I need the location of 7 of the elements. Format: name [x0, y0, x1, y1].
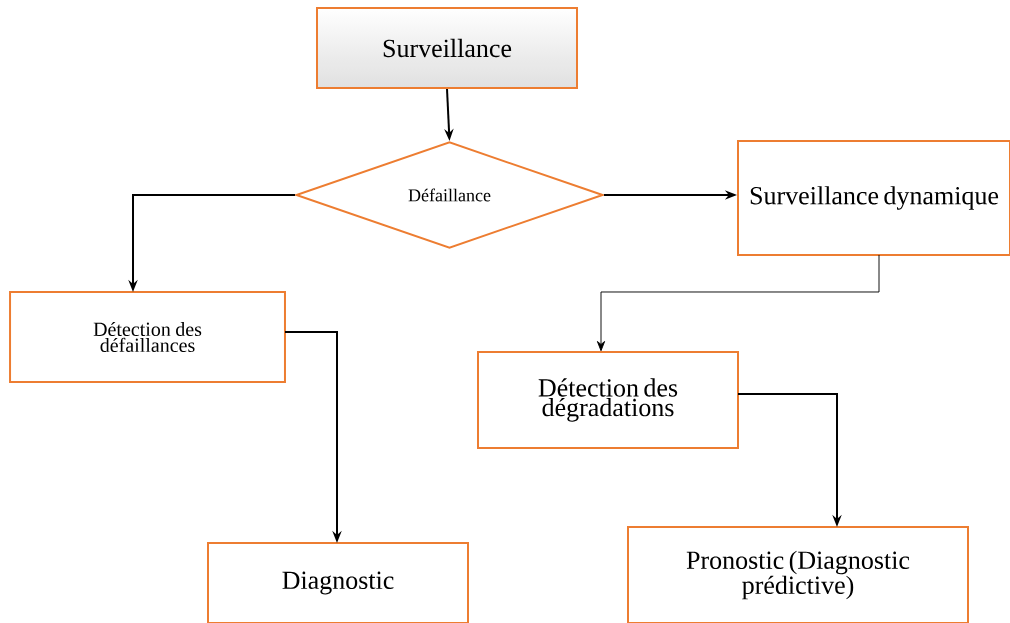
arrow: [596, 254, 880, 352]
process-box: Détection des dégradations: [477, 351, 739, 449]
process-box: Pronostic (Diagnostic prédictive): [627, 526, 969, 623]
process-box: Diagnostic: [207, 542, 469, 623]
process-box: Surveillance: [316, 7, 578, 89]
process-box: Détection des défaillances: [9, 291, 286, 383]
process-box: Surveillance dynamique: [737, 140, 1010, 256]
